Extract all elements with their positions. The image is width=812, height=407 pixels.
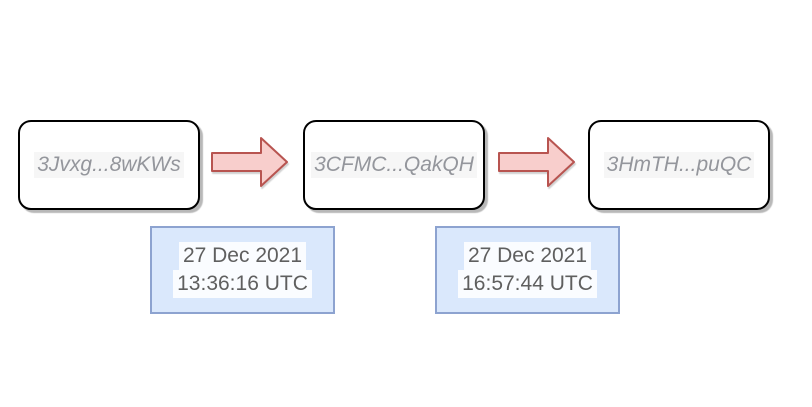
transaction-node-label: 3Jvxg...8wKWs [34,152,184,178]
arrow-right-icon [211,137,288,187]
transaction-node-label: 3HmTH...puQC [603,152,755,178]
transaction-node-1[interactable]: 3Jvxg...8wKWs [18,120,200,210]
transaction-node-2[interactable]: 3CFMC...QakQH [303,120,485,210]
timestamp-box-2: 27 Dec 2021 16:57:44 UTC [435,226,620,314]
timestamp-time: 13:36:16 UTC [173,270,312,298]
transaction-node-label: 3CFMC...QakQH [311,152,477,178]
timestamp-time: 16:57:44 UTC [458,270,597,298]
arrow-right-icon [498,137,575,187]
timestamp-date: 27 Dec 2021 [463,242,592,270]
timestamp-box-1: 27 Dec 2021 13:36:16 UTC [150,226,335,314]
transaction-node-3[interactable]: 3HmTH...puQC [588,120,770,210]
timestamp-date: 27 Dec 2021 [178,242,307,270]
